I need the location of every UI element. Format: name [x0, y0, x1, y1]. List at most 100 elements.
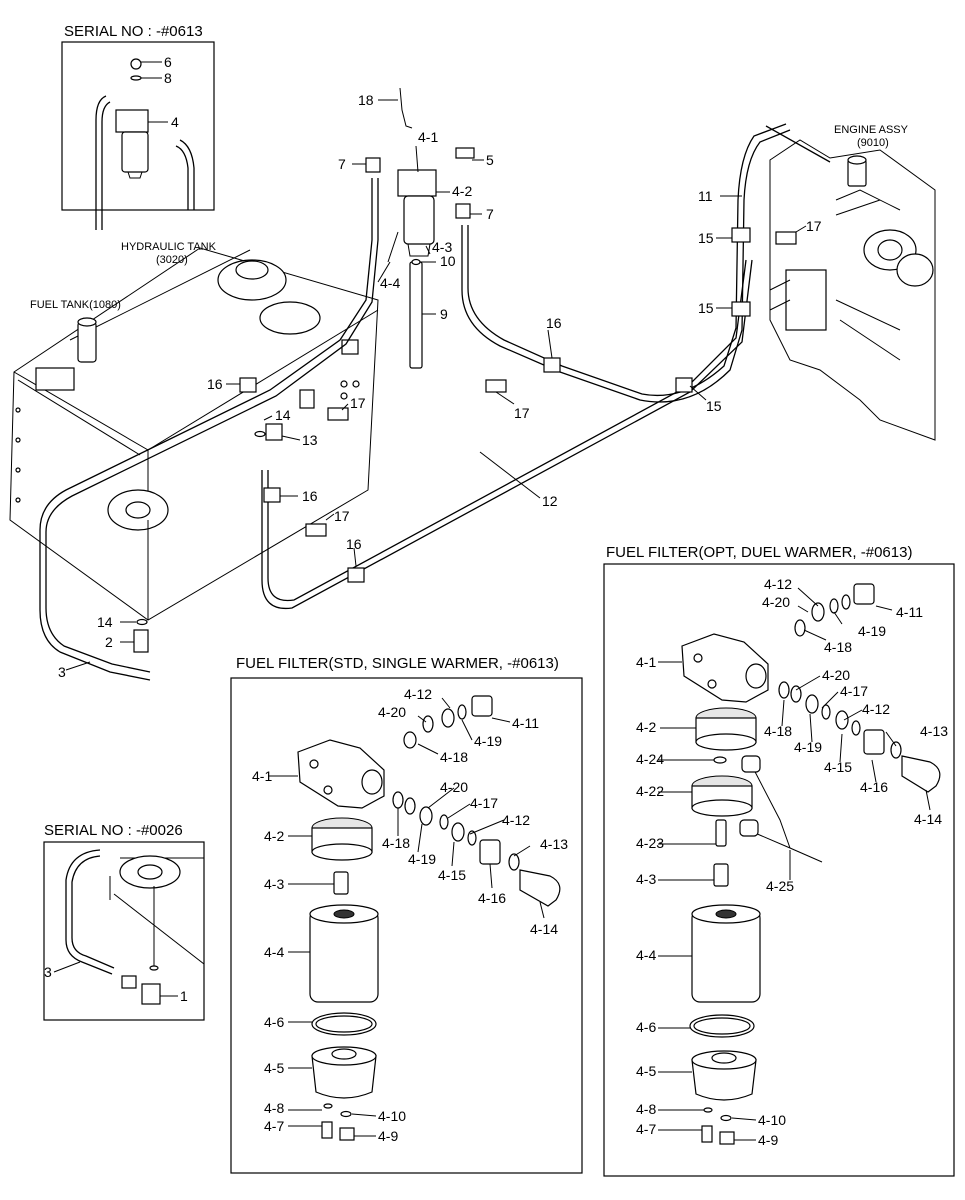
std-plug-4-11 — [471, 695, 493, 717]
callout: 4-1 — [252, 768, 272, 784]
opt-connector-4-14 — [901, 755, 941, 793]
opt-nipple-4-23 — [715, 819, 727, 847]
bolt-17 — [327, 407, 349, 421]
main-fuel-filter — [365, 87, 475, 369]
filter-head — [397, 169, 437, 197]
opt-harness-4-25 — [747, 765, 823, 863]
callout: 7 — [338, 156, 346, 172]
callout: 4-6 — [636, 1019, 656, 1035]
callout: 15 — [698, 230, 714, 246]
oring-14 — [254, 430, 266, 438]
fuel-tank-label: FUEL TANK(1080) — [30, 299, 121, 311]
leader-lines — [65, 99, 807, 671]
hydraulic-tank-label: HYDRAULIC TANK — [121, 241, 217, 253]
valve-2 — [133, 629, 149, 653]
callout: 4-7 — [264, 1118, 284, 1134]
callout: 4-2 — [636, 719, 656, 735]
callout: 4-11 — [512, 715, 539, 731]
tank-outline — [9, 247, 379, 621]
callout: 4-12 — [502, 812, 530, 828]
callout: 4-2 — [452, 183, 472, 199]
clamp-15 — [731, 227, 751, 243]
callout: 4-13 — [920, 723, 948, 739]
clamp-15 — [731, 301, 751, 317]
inset-bottom-caption: SERIAL NO : -#0026 — [44, 822, 183, 839]
callout: 4-10 — [378, 1108, 406, 1124]
callout: 16 — [207, 376, 223, 392]
clamp-16 — [347, 567, 365, 583]
callout: 18 — [358, 92, 374, 108]
engine-assy-number: (9010) — [857, 137, 889, 149]
inset-bottom-frame — [43, 841, 205, 1021]
engine-outline — [769, 139, 936, 441]
callout: 12 — [542, 493, 558, 509]
filter-element — [403, 195, 435, 245]
fuel-filter-opt-panel: FUEL FILTER(OPT, DUEL WARMER, -#0613) — [603, 544, 955, 1177]
bolt-17 — [485, 379, 507, 393]
callout: 4-16 — [860, 779, 888, 795]
callout: 4-15 — [438, 867, 466, 883]
inset-top-oring — [130, 75, 142, 81]
fuel-lines — [39, 123, 831, 681]
callout: 2 — [105, 634, 113, 650]
opt-bowl-4-5 — [691, 1059, 757, 1101]
elbow-7-right — [455, 203, 471, 219]
callout: 16 — [546, 315, 562, 331]
inset-serial-0026: SERIAL NO : -#0026 3 1 — [43, 822, 205, 1021]
opt-drain-4-9 — [719, 1131, 735, 1145]
callout: 4-20 — [822, 667, 850, 683]
main-assembly: HYDRAULIC TANK (3020) FUEL TANK(1080) EN… — [9, 87, 936, 681]
callout: 4-10 — [758, 1112, 786, 1128]
fuel-tank-filler — [77, 321, 97, 363]
opt-filter-head — [681, 633, 769, 703]
std-bowl-4-5 — [311, 1055, 377, 1099]
std-sensor-4-7 — [321, 1121, 333, 1139]
bolt-17 — [775, 231, 797, 245]
callout: 4-15 — [824, 759, 852, 775]
callout: 7 — [486, 206, 494, 222]
callout: 4-8 — [636, 1101, 656, 1117]
hydraulic-tank-number: (3020) — [156, 254, 188, 266]
callout: 4-4 — [636, 947, 656, 963]
callout: 17 — [514, 405, 530, 421]
callout: 4-12 — [862, 701, 890, 717]
opt-oring-4-24 — [713, 756, 727, 764]
std-cartridge-4-4 — [309, 909, 379, 1003]
callout: 4-1 — [418, 129, 438, 145]
opt-nipple-4-3 — [713, 863, 729, 887]
callout: 16 — [346, 536, 362, 552]
callout: 4-7 — [636, 1121, 656, 1137]
inset-top-hose-right — [175, 145, 189, 210]
callout: 11 — [698, 188, 713, 204]
callout: 4-19 — [858, 623, 886, 639]
callout: 4-20 — [440, 779, 468, 795]
callout: 4-12 — [764, 576, 792, 592]
clamp-16 — [543, 357, 561, 373]
callout: 14 — [97, 614, 113, 630]
callout: 8 — [164, 70, 172, 86]
callout: 3 — [44, 964, 52, 980]
callout: 16 — [302, 488, 318, 504]
callout: 4-3 — [432, 239, 452, 255]
filter-std-caption: FUEL FILTER(STD, SINGLE WARMER, -#0613) — [236, 655, 559, 672]
callout: 4-18 — [824, 639, 852, 655]
warmer-wire-18 — [399, 87, 413, 129]
callout: 17 — [806, 218, 822, 234]
callout: 1 — [180, 988, 188, 1004]
elbow-13 — [265, 423, 283, 441]
callout: 4-25 — [766, 878, 794, 894]
callout: 4-19 — [474, 733, 502, 749]
callout: 6 — [164, 54, 172, 70]
clamp-16 — [263, 487, 281, 503]
filter-std-frame — [230, 677, 583, 1174]
callout: 15 — [706, 398, 722, 414]
std-nipple-4-16 — [479, 839, 501, 865]
elbow-7-left — [365, 157, 381, 173]
callout: 5 — [486, 152, 494, 168]
hydraulic-tank-cap — [217, 259, 287, 301]
callout: 4-16 — [478, 890, 506, 906]
callout: 4-5 — [264, 1060, 284, 1076]
callout: 4-22 — [636, 783, 664, 799]
inset-bottom-valve — [141, 983, 161, 1005]
clamp-16 — [239, 377, 257, 393]
